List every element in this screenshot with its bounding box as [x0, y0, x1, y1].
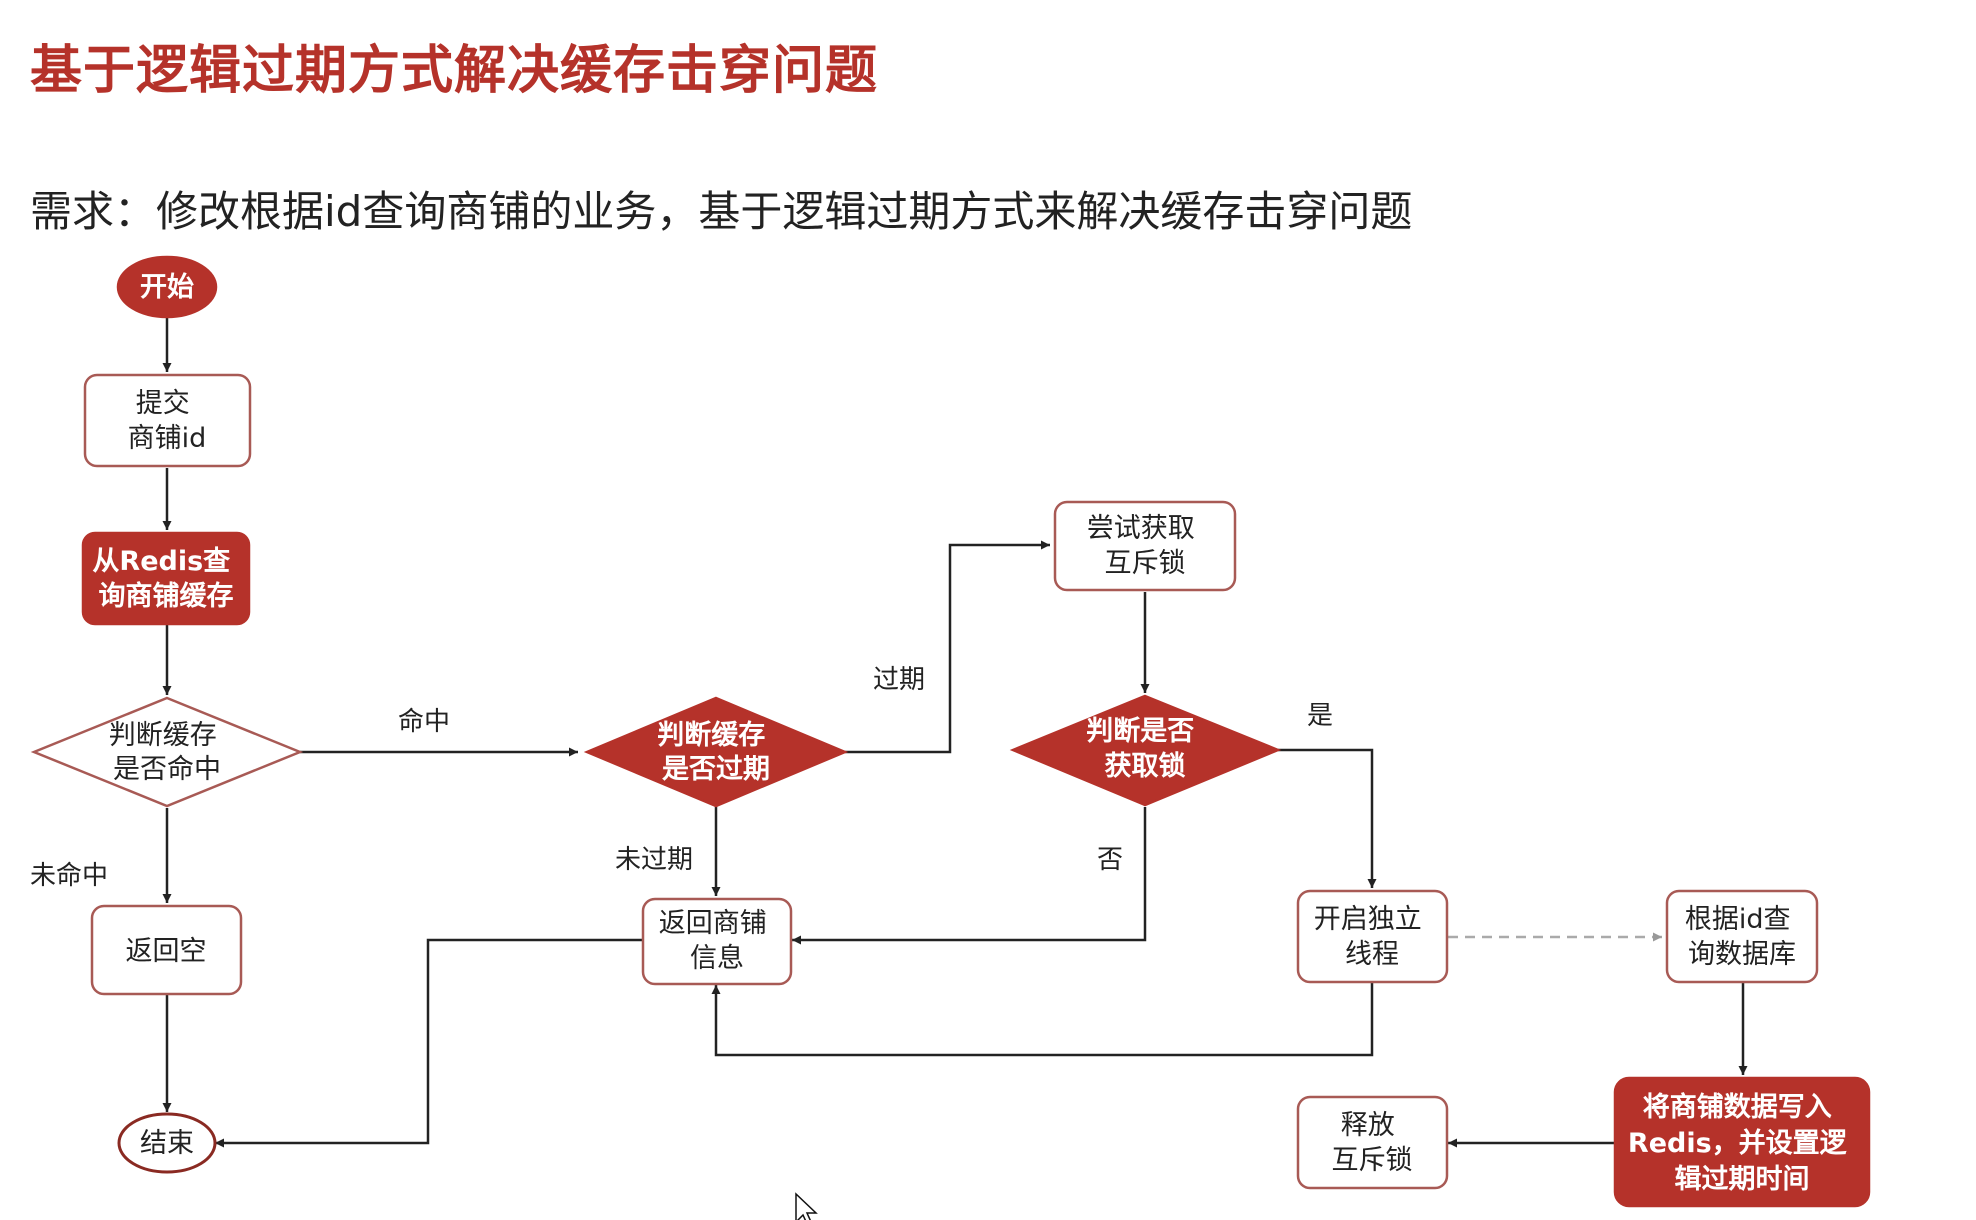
label-yes: 是: [1307, 701, 1333, 731]
node-judge-expired-text: 判断缓存 是否过期: [657, 720, 774, 785]
judge-hit-line-1: 判断缓存: [109, 720, 217, 751]
label-expired: 过期: [873, 665, 925, 695]
submit-line-1: 提交: [136, 388, 190, 419]
query-redis-line-2: 询商铺缓存: [99, 581, 234, 612]
node-query-redis: [81, 531, 251, 626]
node-start-thread: [1296, 889, 1449, 984]
node-release-lock: [1296, 1095, 1449, 1190]
label-hit: 命中: [398, 707, 450, 737]
judge-lock-line-2: 获取锁: [1105, 750, 1186, 782]
judge-expired-line-1: 判断缓存: [657, 720, 765, 751]
query-redis-line-1: 从Redis查: [92, 546, 230, 577]
submit-line-2: 商铺id: [128, 423, 207, 454]
page-title: 基于逻辑过期方式解决缓存击穿问题: [30, 41, 879, 101]
label-no: 否: [1097, 845, 1123, 875]
write-redis-line-3: 辑过期时间: [1675, 1164, 1810, 1195]
try-lock-line-1: 尝试获取: [1087, 513, 1195, 544]
node-start-text: 开始: [140, 271, 194, 303]
node-judge-expired: [583, 696, 849, 808]
node-return-empty: [90, 904, 243, 996]
judge-expired-line-2: 是否过期: [662, 754, 770, 785]
query-db-line-2: 询数据库: [1688, 939, 1796, 970]
try-lock-line-2: 互斥锁: [1105, 548, 1186, 579]
node-judge-lock-text: 判断是否 获取锁: [1086, 716, 1203, 782]
node-judge-lock: [1009, 694, 1282, 807]
node-judge-hit-text: 判断缓存 是否命中: [109, 720, 226, 785]
node-query-redis-text: 从Redis查 询商铺缓存: [92, 546, 239, 612]
judge-lock-line-1: 判断是否: [1086, 716, 1194, 747]
node-try-lock-text: 尝试获取 互斥锁: [1087, 513, 1204, 579]
node-release-lock-text: 释放 互斥锁: [1332, 1110, 1413, 1176]
mouse-cursor-icon: [795, 1192, 818, 1220]
return-info-line-1: 返回商铺: [659, 908, 767, 939]
node-write-redis: [1613, 1076, 1871, 1208]
label-not-expired: 未过期: [615, 845, 693, 875]
node-query-db-text: 根据id查 询数据库: [1685, 904, 1799, 970]
release-lock-line-2: 互斥锁: [1332, 1145, 1413, 1176]
node-submit-id: [83, 373, 252, 468]
edge-no: [792, 807, 1147, 945]
requirement-text: 需求：修改根据id查询商铺的业务，基于逻辑过期方式来解决缓存击穿问题: [30, 187, 1413, 236]
start-thread-line-1: 开启独立: [1314, 904, 1422, 935]
write-redis-line-2: Redis，并设置逻: [1628, 1127, 1847, 1159]
node-write-redis-text: 将商铺数据写入 Redis，并设置逻 辑过期时间: [1628, 1092, 1856, 1195]
node-query-db: [1665, 889, 1819, 984]
node-judge-hit: [30, 696, 304, 808]
edge-yes: [1278, 748, 1377, 888]
label-miss: 未命中: [30, 861, 108, 891]
edge-return-info-end: [215, 938, 643, 1148]
node-try-lock: [1053, 500, 1237, 592]
node-end-text: 结束: [140, 1128, 194, 1159]
edge-expired: [845, 540, 1050, 754]
start-line-1: 开始: [140, 271, 194, 303]
node-return-info-text: 返回商铺 信息: [659, 908, 776, 974]
end-line-1: 结束: [140, 1128, 194, 1159]
return-info-line-2: 信息: [690, 943, 744, 974]
node-submit-id-text: 提交 商铺id: [128, 388, 207, 454]
node-start-thread-text: 开启独立 线程: [1314, 904, 1431, 970]
query-db-line-1: 根据id查: [1685, 904, 1791, 935]
node-return-info: [641, 897, 793, 986]
release-lock-line-1: 释放: [1341, 1110, 1395, 1141]
edge-thread-return: [711, 983, 1374, 1057]
judge-hit-line-2: 是否命中: [113, 754, 221, 785]
start-thread-line-2: 线程: [1345, 939, 1399, 970]
return-empty-line-1: 返回空: [126, 936, 207, 967]
write-redis-line-1: 将商铺数据写入: [1643, 1092, 1832, 1123]
node-return-empty-text: 返回空: [126, 936, 207, 967]
node-end: [117, 1112, 217, 1174]
node-start: [116, 255, 218, 319]
